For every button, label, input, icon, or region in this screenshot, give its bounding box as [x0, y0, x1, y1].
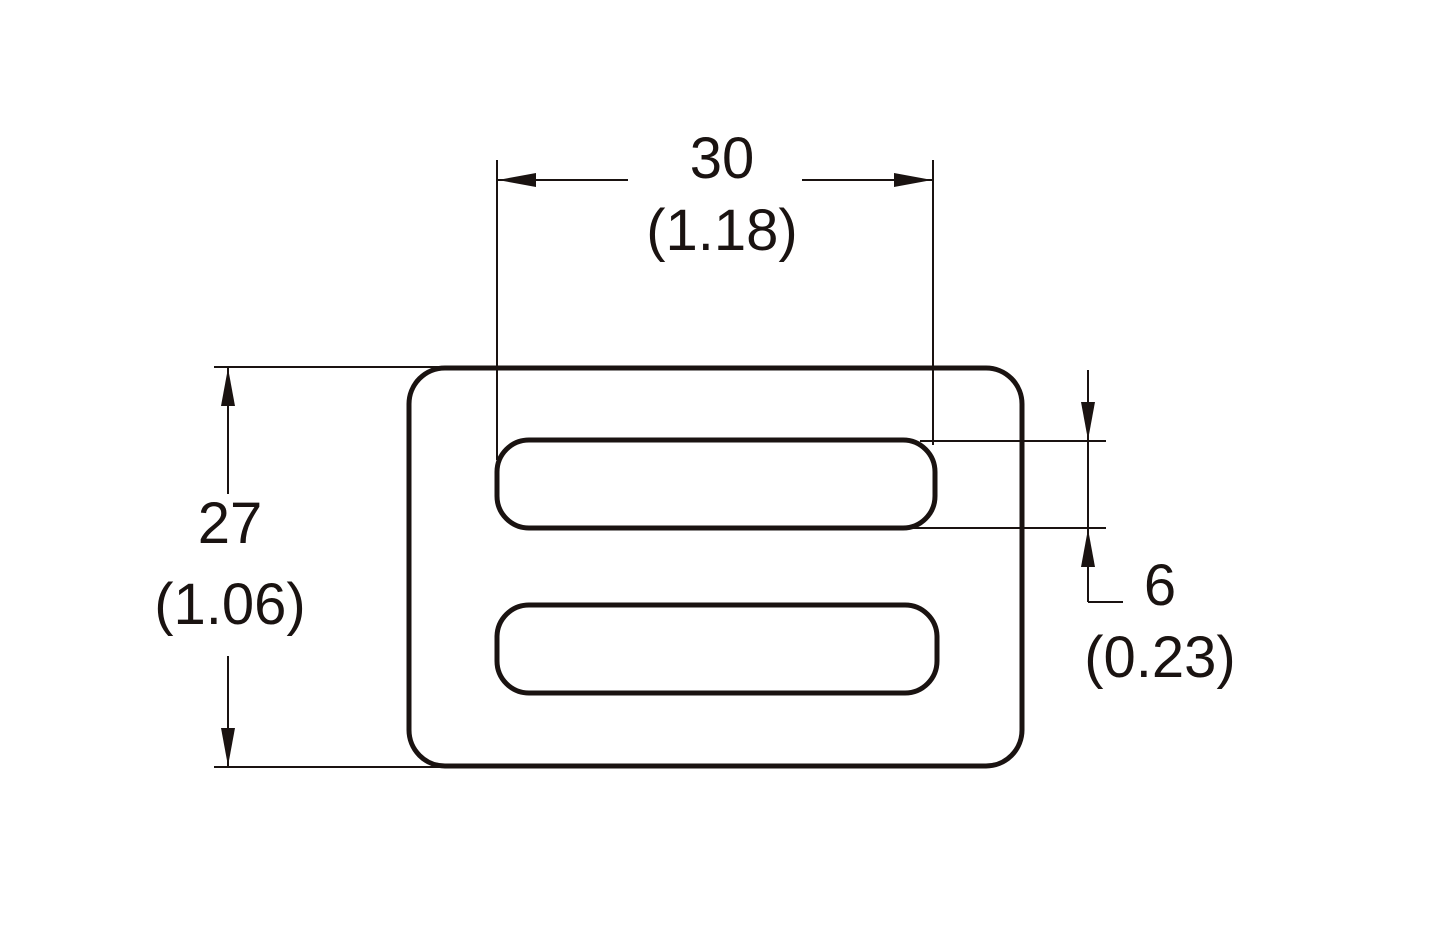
- height-mm-label: 27: [198, 491, 263, 556]
- slot-dimension: [905, 370, 1123, 603]
- width-mm-label: 30: [690, 126, 755, 191]
- buckle-outer-frame: [406, 365, 1025, 769]
- slot-mm-label: 6: [1144, 553, 1176, 618]
- width-dimension: [496, 160, 934, 460]
- height-inch-label: (1.06): [154, 572, 306, 637]
- slot-inch-label: (0.23): [1084, 625, 1236, 690]
- buckle-upper-slot: [494, 437, 938, 531]
- buckle-lower-slot: [494, 602, 940, 696]
- width-inch-label: (1.18): [646, 198, 798, 263]
- height-dimension: [214, 366, 445, 768]
